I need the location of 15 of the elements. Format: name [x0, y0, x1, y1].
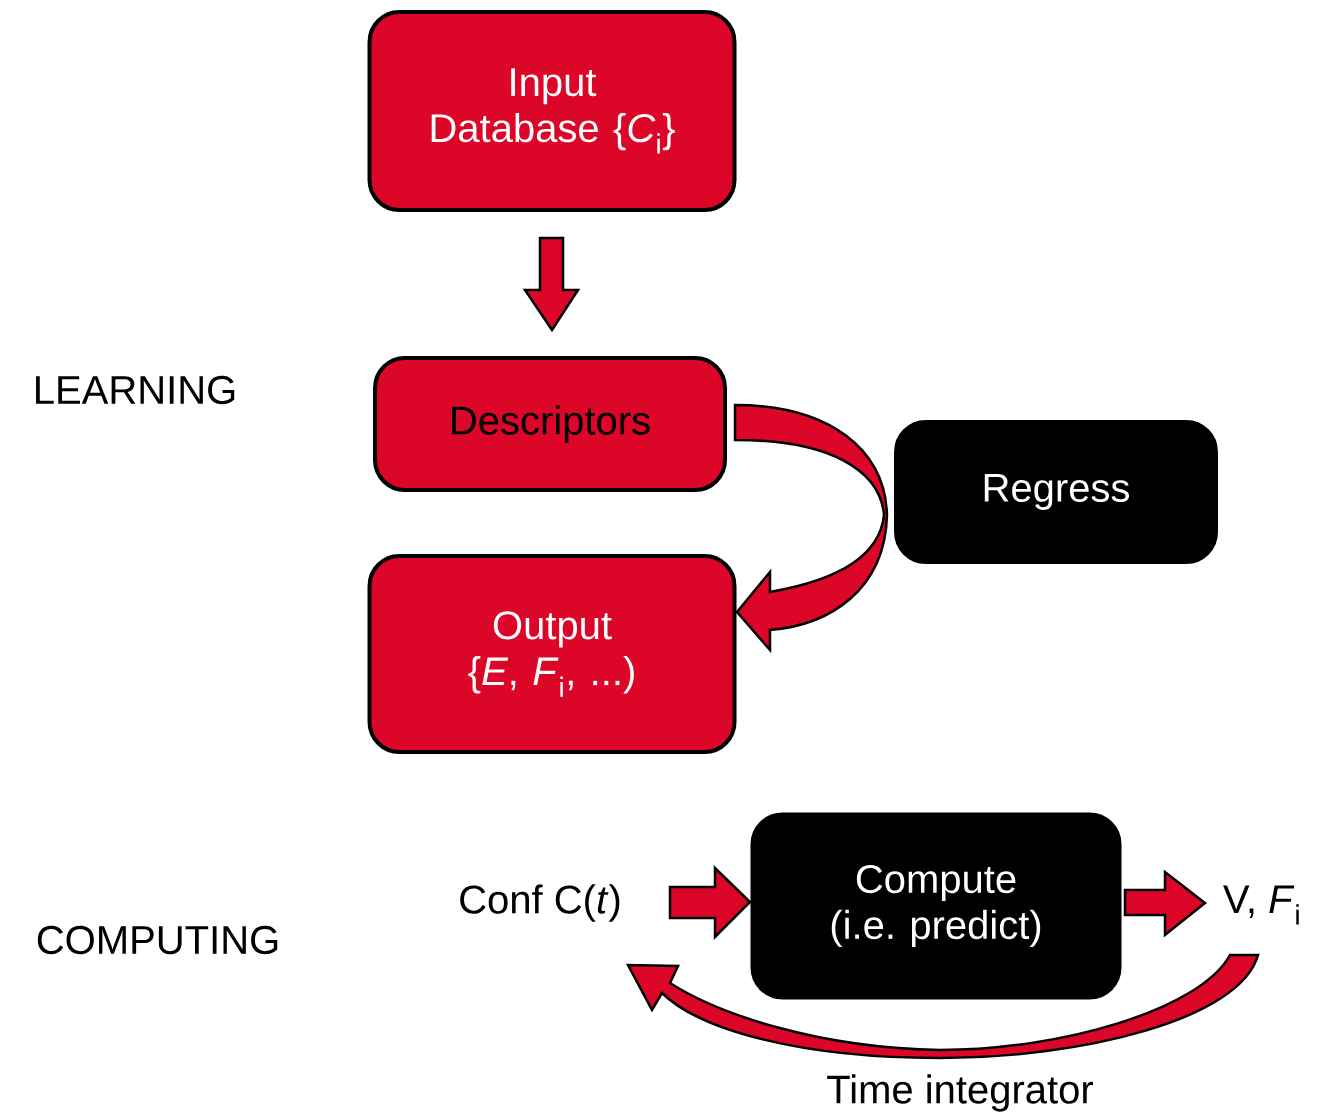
process-box: Compute (i.e. predict) [750, 812, 1122, 1000]
block-arrow [1123, 869, 1208, 938]
section-label: LEARNING [36, 375, 235, 405]
input-text: Conf C(t) [460, 884, 620, 922]
block-arrow [626, 953, 1260, 1060]
process-box: Input Database {C$_{i}$} [367, 10, 737, 212]
block-arrow [668, 865, 752, 940]
block-arrow [522, 236, 581, 333]
process-box: Regress [894, 420, 1218, 564]
output-text: V, F$_{i}$ [1223, 885, 1299, 925]
edge-label: Time integrator [824, 1072, 1096, 1114]
section-label: COMPUTING [37, 925, 278, 955]
process-box: Descriptors [373, 356, 727, 492]
block-arrow [733, 403, 889, 652]
process-box: Output {E, F$_{i}$, ...) [367, 554, 737, 754]
